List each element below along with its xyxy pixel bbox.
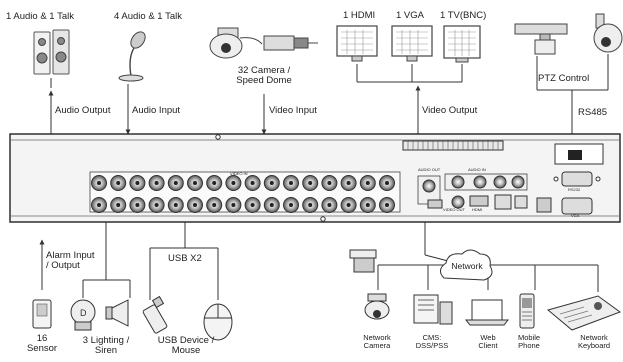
bnc-port-pin xyxy=(231,203,236,207)
lighting-siren-label: 3 Lighting /Siren xyxy=(82,335,130,356)
video-input-label: Video Input xyxy=(269,105,317,116)
bnc-port-pin xyxy=(154,203,159,207)
bnc-port-pin xyxy=(346,203,351,207)
audio-talk-label: 1 Audio & 1 Talk xyxy=(6,11,74,22)
mic-audio-label: 4 Audio & 1 Talk xyxy=(114,11,182,22)
mobile-phone-icon xyxy=(519,293,535,329)
network-cloud-label: Network xyxy=(451,261,483,271)
cms-label: CMS:DSS/PSS xyxy=(415,333,449,350)
speaker-icon xyxy=(33,29,70,75)
bnc-port-pin xyxy=(385,181,389,185)
bnc-port-pin xyxy=(135,203,140,207)
video-in-silkscreen: VIDEO IN xyxy=(230,171,248,176)
rs232-silkscreen: RS232 xyxy=(568,187,581,192)
tv-monitor-icon xyxy=(443,25,481,63)
vga-label: 1 VGA xyxy=(396,10,424,21)
siren-icon xyxy=(105,299,129,327)
bnc-port-pin xyxy=(269,181,274,185)
bnc-port-pin xyxy=(289,181,293,185)
ptz-control-label: PTZ Control xyxy=(538,73,590,84)
bnc-port-pin xyxy=(269,203,274,207)
bnc-port-pin xyxy=(308,203,313,207)
bnc-port-pin xyxy=(97,203,101,207)
audio-out-silkscreen: AUDIO OUT xyxy=(418,167,441,172)
bnc-port-pin xyxy=(193,181,197,185)
bnc-port-pin xyxy=(346,181,351,185)
video-input-ports xyxy=(91,175,395,213)
rs485-label: RS485 xyxy=(578,107,608,118)
bnc-port-pin xyxy=(116,181,121,185)
bnc-port-pin xyxy=(250,181,255,185)
mouse-icon xyxy=(203,303,233,341)
ptz-camera-icon xyxy=(514,13,623,55)
audio-in-silkscreen: AUDIO IN xyxy=(468,167,486,172)
bnc-port-pin xyxy=(289,203,293,207)
lighting-icon: D xyxy=(70,299,96,331)
network-camera-icon xyxy=(349,249,390,320)
svg-text:D: D xyxy=(80,308,87,318)
bnc-port-pin xyxy=(97,181,101,185)
bnc-port-pin xyxy=(365,203,370,207)
audio-output-label: Audio Output xyxy=(55,105,111,116)
camera-label: 32 Camera /Speed Dome xyxy=(236,65,292,86)
usb-device-label: USB Device /Mouse xyxy=(157,335,215,356)
bnc-port-pin xyxy=(327,203,332,207)
network-keyboard-icon xyxy=(546,295,622,331)
audio-input-label: Audio Input xyxy=(132,105,181,116)
bnc-port-pin xyxy=(212,181,217,185)
bnc-port-pin xyxy=(385,203,389,207)
bnc-port-pin xyxy=(327,181,332,185)
tv-label: 1 TV(BNC) xyxy=(440,10,487,21)
laptop-icon xyxy=(464,299,510,326)
bnc-port-pin xyxy=(173,181,178,185)
usb-stick-icon xyxy=(142,295,168,334)
alarm-io-label: Alarm Input/ Output xyxy=(46,250,95,271)
usb-x2-label: USB X2 xyxy=(168,253,202,264)
hdmi-monitor-icon xyxy=(336,25,378,62)
bnc-port-pin xyxy=(193,203,197,207)
bnc-port-pin xyxy=(135,181,140,185)
video-output-label: Video Output xyxy=(422,105,478,116)
sensor-icon xyxy=(32,299,52,329)
hdmi-silkscreen: HDMI xyxy=(472,207,483,212)
hdmi-label: 1 HDMI xyxy=(343,10,376,21)
cms-server-icon xyxy=(413,294,453,325)
bnc-port-pin xyxy=(231,181,236,185)
vga-monitor-icon xyxy=(391,25,433,62)
bnc-port-pin xyxy=(116,203,121,207)
dvr-back-panel xyxy=(9,133,621,223)
microphone-icon xyxy=(118,31,146,82)
bnc-port-pin xyxy=(308,181,313,185)
bnc-port-pin xyxy=(173,203,178,207)
bnc-port-pin xyxy=(250,203,255,207)
bnc-port-pin xyxy=(212,203,217,207)
vga-silkscreen: VGA xyxy=(571,213,580,218)
bnc-port-pin xyxy=(365,181,370,185)
camera-icon xyxy=(209,27,318,59)
video-out-silkscreen: VIDEO OUT xyxy=(443,207,466,212)
network-cloud-icon xyxy=(440,249,493,281)
bnc-port-pin xyxy=(154,181,159,185)
